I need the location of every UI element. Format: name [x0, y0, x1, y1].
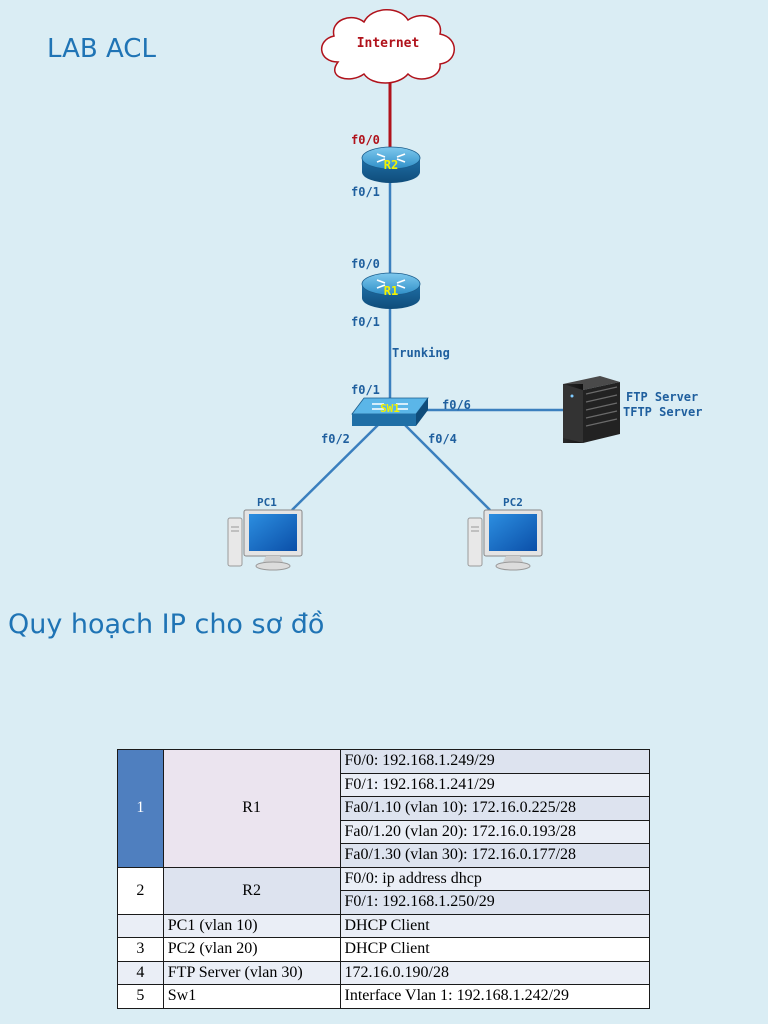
table-row: 5 Sw1 Interface Vlan 1: 192.168.1.242/29	[117, 984, 650, 1009]
r2-port-f0-0: f0/0	[351, 133, 380, 147]
r1-ip-cell: F0/0: 192.168.1.249/29	[339, 749, 650, 774]
row-number-cell: 3	[117, 937, 164, 962]
table-row: Fa0/1.20 (vlan 20): 172.16.0.193/28	[118, 819, 650, 844]
pc1-label: PC1	[257, 496, 277, 509]
row-ip-cell: DHCP Client	[339, 937, 650, 962]
server-label-ftp: FTP Server	[626, 390, 698, 404]
internet-label: Internet	[357, 36, 420, 51]
row-number-cell	[117, 913, 164, 938]
table-row: Fa0/1.30 (vlan 30): 172.16.0.177/28	[118, 843, 650, 868]
row-device-cell: PC1 (vlan 10)	[162, 913, 341, 938]
row-ip-cell: 172.16.0.190/28	[339, 960, 650, 985]
table-row: 4 FTP Server (vlan 30) 172.16.0.190/28	[117, 960, 650, 985]
router-r1-icon[interactable]	[361, 272, 421, 309]
r1-port-f0-1: f0/1	[351, 315, 380, 329]
lab-title: LAB ACL	[47, 34, 156, 64]
r1-number-cell: 1	[117, 749, 164, 868]
trunking-label: Trunking	[392, 346, 450, 360]
row-ip-cell: DHCP Client	[339, 913, 650, 938]
r1-label: R1	[384, 284, 398, 298]
r2-label: R2	[384, 158, 398, 172]
row-device-cell: FTP Server (vlan 30)	[162, 960, 341, 985]
pc1-icon[interactable]	[227, 509, 303, 571]
r2-device-cell: R2	[162, 866, 341, 915]
row-ip-cell: Interface Vlan 1: 192.168.1.242/29	[339, 984, 650, 1009]
sw1-port-f0-1: f0/1	[351, 383, 380, 397]
r2-ip-cell: F0/0: ip address dhcp	[339, 866, 650, 891]
internet-cloud-icon	[321, 9, 455, 84]
pc2-icon[interactable]	[467, 509, 543, 571]
server-icon[interactable]	[563, 376, 620, 443]
table-row: F0/1: 192.168.1.250/29	[118, 890, 650, 915]
table-row: 2 R2 F0/0: ip address dhcp	[117, 866, 650, 915]
table-row: PC1 (vlan 10) DHCP Client	[117, 913, 650, 938]
table-row: Fa0/1.10 (vlan 10): 172.16.0.225/28	[118, 796, 650, 821]
sw1-port-f0-6: f0/6	[442, 398, 471, 412]
r1-device-cell: R1	[162, 749, 341, 868]
r1-ip-cell: Fa0/1.20 (vlan 20): 172.16.0.193/28	[339, 819, 650, 844]
r2-number-cell: 2	[117, 866, 164, 915]
r1-ip-cell: F0/1: 192.168.1.241/29	[339, 772, 650, 797]
server-label-tftp: TFTP Server	[623, 405, 702, 419]
ip-plan-title: Quy hoạch IP cho sơ đồ	[8, 609, 325, 640]
pc2-label: PC2	[503, 496, 523, 509]
switch-sw1-icon[interactable]	[351, 397, 429, 426]
row-number-cell: 5	[117, 984, 164, 1009]
sw1-pc1-link	[291, 424, 379, 511]
table-row: 3 PC2 (vlan 20) DHCP Client	[117, 937, 650, 962]
r1-port-f0-0: f0/0	[351, 257, 380, 271]
r1-ip-cell: Fa0/1.10 (vlan 10): 172.16.0.225/28	[339, 796, 650, 821]
sw1-pc2-link	[404, 424, 491, 511]
r2-port-f0-1: f0/1	[351, 185, 380, 199]
sw1-port-f0-2: f0/2	[321, 432, 350, 446]
r2-ip-cell: F0/1: 192.168.1.250/29	[339, 890, 650, 915]
row-number-cell: 4	[117, 960, 164, 985]
sw1-port-f0-4: f0/4	[428, 432, 457, 446]
router-r2-icon[interactable]	[361, 146, 421, 183]
table-row: 1 R1 F0/0: 192.168.1.249/29	[117, 749, 650, 868]
row-device-cell: Sw1	[162, 984, 341, 1009]
ip-plan-table: 1 R1 F0/0: 192.168.1.249/29 F0/1: 192.16…	[117, 749, 650, 1009]
sw1-label: SW1	[380, 402, 400, 415]
r1-ip-cell: Fa0/1.30 (vlan 30): 172.16.0.177/28	[339, 843, 650, 868]
row-device-cell: PC2 (vlan 20)	[162, 937, 341, 962]
network-diagram: Internet R2 f0/0 f0/1 R1 f0/0 f0/1 Trunk…	[227, 9, 702, 571]
